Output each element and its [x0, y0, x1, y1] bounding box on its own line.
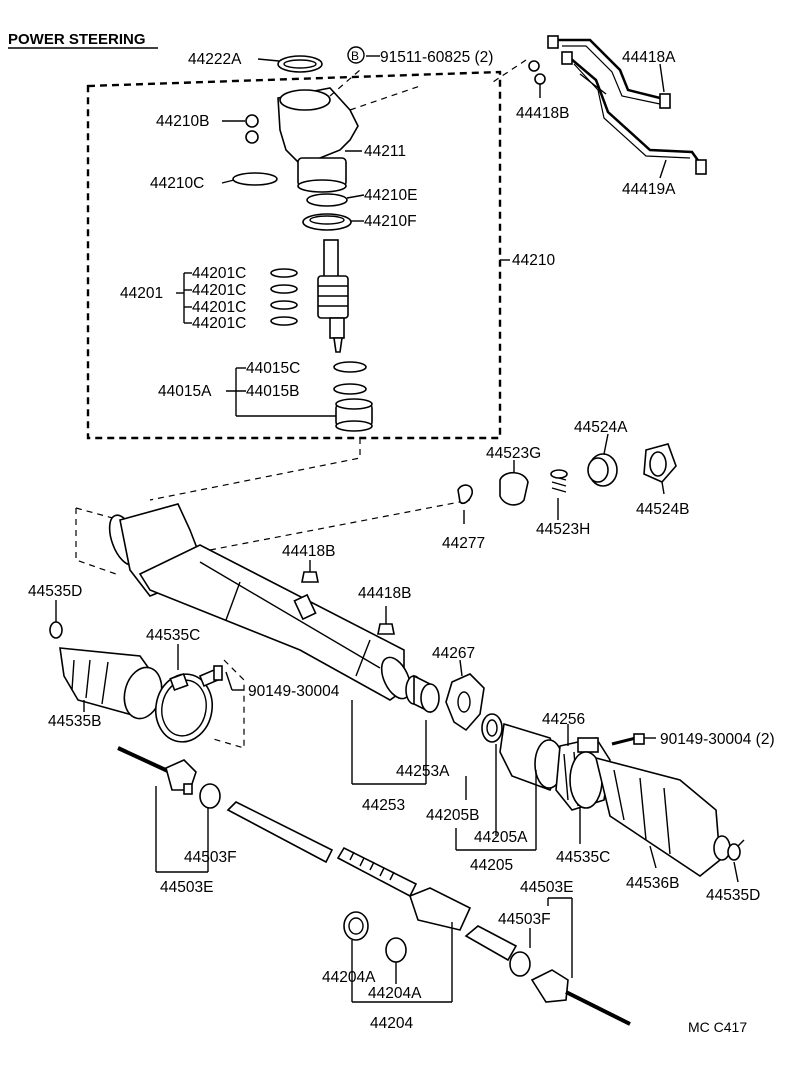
label-44015A: 44015A [158, 383, 212, 400]
label-44205B: 44205B [426, 807, 479, 824]
part-90149-left-screw[interactable] [198, 665, 223, 688]
bolt-marker-circle [347, 46, 365, 64]
label-44535C-left: 44535C [146, 627, 200, 644]
part-44419A-pipe[interactable] [561, 51, 707, 175]
part-44210B-nuts[interactable] [245, 114, 259, 144]
part-44277-plug[interactable] [457, 484, 473, 505]
part-44253A-bushing[interactable] [405, 674, 440, 714]
bolt-marker-letter: B [351, 49, 359, 63]
valve-assembly-group: B [86, 46, 510, 440]
label-44503F-right: 44503F [498, 911, 551, 928]
part-44210C-oring[interactable] [232, 172, 278, 186]
part-44211-housing[interactable] [277, 69, 421, 193]
part-44535D-left-clip[interactable] [49, 621, 63, 639]
part-44503F-left-nut[interactable] [199, 783, 221, 809]
label-44418B-mid-1: 44418B [282, 543, 335, 560]
label-44503E-right: 44503E [520, 879, 573, 896]
part-44535C-left-clamp[interactable] [151, 670, 218, 747]
part-44535B-left-boot[interactable] [59, 647, 167, 723]
label-44253A: 44253A [396, 763, 450, 780]
label-44201C-2: 44201C [192, 282, 246, 299]
label-91511-60825: 91511-60825 (2) [380, 49, 493, 66]
left-boot-group [49, 600, 245, 749]
part-44524A-plug[interactable] [587, 453, 618, 487]
part-44503F-right-nut[interactable] [509, 951, 531, 977]
label-44222A: 44222A [188, 51, 242, 68]
part-44015B-ring[interactable] [333, 383, 367, 395]
part-44503E-left-tie-rod-end[interactable] [117, 746, 197, 795]
part-44418B-top-unions[interactable] [528, 60, 546, 85]
label-44253: 44253 [362, 797, 405, 814]
label-44419A: 44419A [622, 181, 676, 198]
part-44210E-ring[interactable] [306, 193, 348, 207]
label-44205: 44205 [470, 857, 513, 874]
label-44523G: 44523G [486, 445, 541, 462]
part-44201C-seal-rings[interactable] [270, 268, 298, 326]
label-44211: 44211 [364, 143, 406, 160]
part-44503-right-sleeve[interactable] [464, 925, 518, 962]
label-44418B-mid-2: 44418B [358, 585, 411, 602]
label-44204A-1: 44204A [322, 969, 376, 986]
part-44205B-washer[interactable] [481, 713, 503, 743]
label-44210B: 44210B [156, 113, 209, 130]
label-44418A: 44418A [622, 49, 676, 66]
part-44204A-oring[interactable] [385, 937, 407, 963]
label-44210C: 44210C [150, 175, 204, 192]
part-44536B-right-boot[interactable] [594, 756, 731, 877]
footer-diagram-code: MC C417 [688, 1019, 747, 1035]
rack-housing-group [75, 438, 471, 703]
part-labels: 44222A 91511-60825 (2) 44418A 44418B 444… [28, 49, 775, 1035]
part-44222A-oring[interactable] [277, 55, 323, 73]
label-44523H: 44523H [536, 521, 590, 538]
part-44503E-right-tie-rod-end[interactable] [530, 969, 631, 1026]
label-44210F: 44210F [364, 213, 417, 230]
label-44524A: 44524A [574, 419, 628, 436]
label-44277: 44277 [442, 535, 485, 552]
label-90149-left: 90149-30004 [248, 683, 340, 700]
diagram-title: POWER STEERING [8, 31, 146, 48]
pressure-pipes-group [489, 35, 707, 179]
label-90149-right: 90149-30004 (2) [660, 731, 775, 748]
label-44015C: 44015C [246, 360, 300, 377]
part-44015A-bearing[interactable] [335, 398, 373, 432]
part-44418B-mid-fittings[interactable] [301, 571, 395, 635]
part-44204A-bush[interactable] [343, 911, 369, 941]
label-44267: 44267 [432, 645, 475, 662]
part-44205A-ring[interactable] [499, 722, 564, 791]
part-44523G-yoke[interactable] [499, 471, 529, 506]
part-44201-valve-shaft[interactable] [317, 239, 349, 353]
label-44535C-right: 44535C [556, 849, 610, 866]
label-44256: 44256 [542, 711, 585, 728]
label-44015B: 44015B [246, 383, 299, 400]
label-44503F-left: 44503F [184, 849, 237, 866]
part-44267-nut[interactable] [445, 673, 485, 732]
label-44201C-4: 44201C [192, 315, 246, 332]
label-44205A: 44205A [474, 829, 528, 846]
part-44523H-spring[interactable] [550, 469, 568, 493]
label-44201C-1: 44201C [192, 265, 246, 282]
part-44418A-pipe[interactable] [547, 35, 671, 109]
part-90149-right-screws[interactable] [611, 733, 645, 746]
rack-housing[interactable] [104, 503, 416, 703]
label-44210E: 44210E [364, 187, 417, 204]
part-44524B-locknut[interactable] [643, 443, 677, 483]
label-44536B: 44536B [626, 875, 679, 892]
label-44535B: 44535B [48, 713, 101, 730]
part-44210F-bearing[interactable] [302, 213, 352, 231]
label-44535D-left: 44535D [28, 583, 82, 600]
label-44535D-right: 44535D [706, 887, 760, 904]
label-44201: 44201 [120, 285, 163, 302]
part-44015C-ring[interactable] [333, 361, 367, 373]
label-44524B: 44524B [636, 501, 689, 518]
part-44204-rack-bar[interactable] [226, 801, 472, 931]
part-44535D-right-clip[interactable] [727, 839, 745, 861]
label-44210: 44210 [512, 252, 555, 269]
label-44204A-2: 44204A [368, 985, 422, 1002]
label-44201C-3: 44201C [192, 299, 246, 316]
label-44204: 44204 [370, 1015, 413, 1032]
label-44418B-top: 44418B [516, 105, 569, 122]
label-44503E-left: 44503E [160, 879, 213, 896]
